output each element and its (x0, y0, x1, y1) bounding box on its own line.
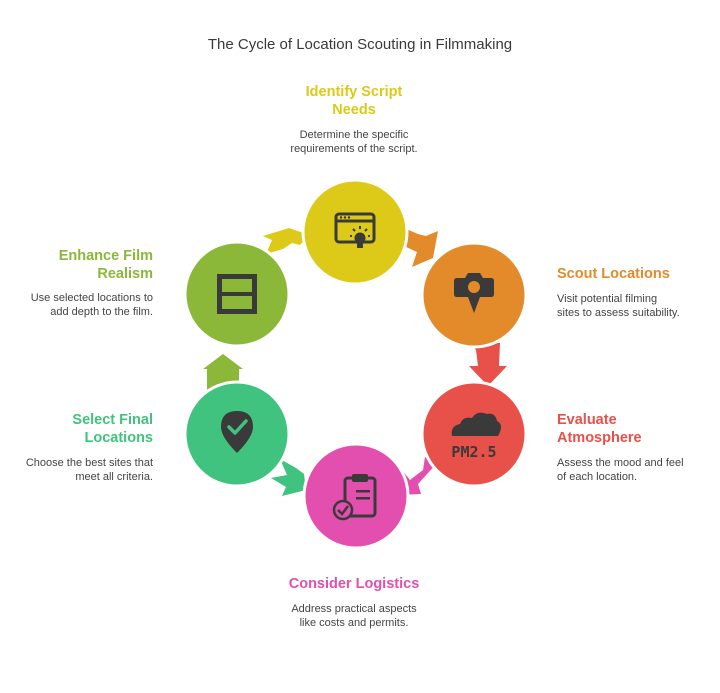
step-desc-select: Choose the best sites that meet all crit… (25, 457, 153, 483)
step-desc-scout: Visit potential filming sites to assess … (557, 293, 680, 319)
cloud-pm25-icon: PM2.5 (451, 412, 501, 461)
browser-lightbulb-icon (334, 212, 376, 248)
svg-text:PM2.5: PM2.5 (451, 443, 496, 461)
step-heading-logistics: Consider Logistics (288, 576, 420, 592)
step-circle-identify (301, 178, 409, 286)
step-circle-logistics (302, 442, 410, 550)
clipboard-check-icon (332, 474, 377, 521)
step-heading-enhance: Enhance Film Realism (58, 248, 153, 282)
step-heading-scout: Scout Locations (557, 266, 670, 282)
arrow-red-to-pink (400, 457, 438, 495)
location-check-icon (221, 411, 253, 453)
camera-pin-icon (454, 273, 494, 313)
step-heading-identify: Identify Script Needs (305, 84, 403, 118)
step-desc-enhance: Use selected locations to add depth to t… (30, 292, 153, 318)
arrow-yellow-to-orange (404, 228, 438, 267)
step-desc-identify: Determine the specific requirements of t… (290, 129, 418, 155)
step-heading-select: Select Final Locations (72, 412, 153, 446)
step-desc-evaluate: Assess the mood and feel of each locatio… (557, 457, 684, 483)
arrow-olive-to-yellow (263, 228, 309, 254)
step-heading-evaluate: Evaluate Atmosphere (557, 412, 642, 446)
arrow-pink-to-green (271, 459, 306, 496)
arrow-orange-to-red (469, 343, 507, 386)
film-strip-icon (217, 274, 257, 314)
diagram-title: The Cycle of Location Scouting in Filmma… (207, 36, 513, 53)
step-desc-logistics: Address practical aspects like costs and… (291, 603, 417, 629)
